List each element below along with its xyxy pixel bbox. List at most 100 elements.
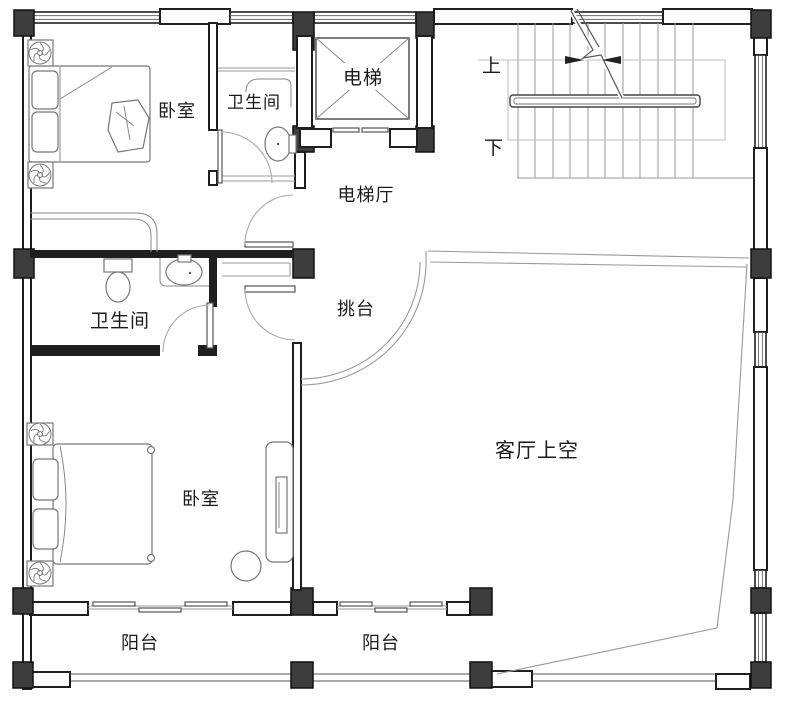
room-label-balcony-left: 阳台	[121, 633, 159, 653]
room-label-elevator-hall: 电梯厅	[338, 185, 395, 205]
bathroom-mid-fixtures	[103, 254, 209, 303]
direction-arrow-left	[602, 56, 621, 64]
stool	[230, 550, 262, 582]
toilet-tank	[288, 134, 297, 154]
column	[750, 661, 772, 689]
stair-handrail-inner	[513, 97, 697, 105]
column	[750, 248, 772, 279]
right-wall-seg-3	[753, 277, 768, 333]
bathroom-top-fixtures	[218, 67, 297, 162]
column	[292, 248, 315, 279]
door-leaf-bedroom-bottom	[244, 285, 296, 293]
door-swing-bedroom-top	[244, 194, 294, 246]
room-label-balcony-right: 阳台	[362, 633, 400, 653]
top-wall-seg-2	[433, 8, 573, 25]
elevator-shaft: 电梯	[296, 35, 433, 148]
staircase: 上 下	[478, 8, 753, 179]
shaft-south-seg-2	[389, 128, 418, 148]
blanket-fold	[59, 445, 67, 563]
tv-panel	[275, 476, 288, 534]
elevator-label-chip	[336, 63, 390, 90]
column	[13, 9, 35, 37]
bathroom-top-wall-stub	[208, 170, 218, 186]
room-label-bathroom-mid: 卫生间	[90, 310, 150, 332]
elevator-top-wall	[313, 11, 417, 24]
wardrobe	[30, 212, 158, 252]
elevator-door-panel	[332, 127, 360, 133]
door-leaf-bathroom-top	[217, 129, 223, 184]
top-wall-seg-1	[159, 8, 231, 25]
toilet	[105, 271, 131, 303]
door-leaf-bedroom-top	[244, 241, 294, 248]
void-edge-top-1	[427, 250, 750, 259]
void-edge-diagonal	[496, 627, 718, 675]
room-label-bedroom-bottom: 卧室	[182, 489, 220, 509]
window-right-4	[754, 612, 767, 663]
void-edge-right	[716, 263, 748, 629]
bedroom-bottom-furniture	[26, 422, 294, 587]
south-wall-seg-4	[446, 601, 471, 616]
room-label-living-void: 客厅上空	[495, 439, 579, 462]
room-label-cantilever-deck: 挑台	[337, 299, 375, 319]
pillow	[32, 508, 59, 550]
column	[290, 587, 314, 616]
right-wall-seg-2	[753, 147, 768, 251]
counter-edge	[159, 258, 209, 287]
bedroom-top-furniture	[27, 39, 158, 252]
bottom-wall-seg-3	[715, 673, 751, 690]
room-label-bathroom-top: 卫生间	[227, 93, 281, 112]
quilt	[107, 99, 150, 153]
window-top-left	[31, 11, 161, 24]
vanity-counter	[245, 78, 292, 107]
door-leaf-bathroom-mid	[206, 302, 214, 349]
shaft-south-seg-1	[299, 128, 332, 148]
window-top-bathroom	[229, 11, 294, 24]
pillow	[31, 111, 59, 153]
door-swing-bathroom-top	[220, 131, 273, 184]
direction-arrow-right	[565, 56, 584, 64]
toilet-tank	[103, 258, 133, 273]
column	[12, 587, 34, 615]
window-right-2	[754, 331, 767, 368]
column	[469, 661, 493, 689]
pillow	[32, 458, 59, 501]
shaft-west-wall	[296, 35, 313, 129]
sliding-door-bedroom	[88, 601, 233, 613]
stair-handrail	[509, 94, 701, 108]
door-swing-bedroom-bottom	[244, 288, 296, 341]
south-wall-seg-1	[29, 601, 89, 616]
sliding-door-balcony	[337, 601, 447, 613]
top-wall-seg-3	[662, 8, 753, 25]
blanket-fold	[59, 66, 113, 100]
doors	[88, 129, 447, 613]
window-right-3	[754, 569, 767, 589]
void-boundary	[300, 250, 750, 675]
bed	[52, 443, 153, 565]
room-label-bedroom-top: 卧室	[158, 101, 196, 121]
bathroom-mid-south-stub	[198, 345, 217, 356]
south-wall-seg-3	[312, 601, 338, 616]
room-labels: 卧室 卫生间 电梯厅 卫生间 挑台 客厅上空 卧室 阳台 阳台	[90, 93, 579, 653]
window-right-1	[754, 54, 767, 149]
bathroom-mid-east-wall	[209, 258, 217, 307]
column	[290, 661, 314, 689]
column	[469, 587, 493, 616]
void-edge-top-2	[429, 261, 747, 268]
column	[12, 661, 34, 689]
column	[415, 11, 435, 39]
faucet	[177, 254, 192, 263]
bedroom-bottom-east-wall	[292, 342, 302, 591]
room-label-elevator: 电梯	[343, 67, 383, 89]
column	[750, 9, 772, 39]
column	[415, 125, 435, 153]
right-wall-seg-4	[753, 366, 768, 571]
stair-break-line	[570, 10, 623, 99]
structural-columns	[12, 9, 772, 689]
column	[750, 587, 772, 614]
elevator-door-panel	[361, 127, 389, 133]
column	[13, 248, 35, 279]
south-wall-seg-2	[232, 601, 292, 616]
bottom-wall-seg-2	[489, 670, 533, 688]
window-top-stairs	[571, 11, 664, 24]
